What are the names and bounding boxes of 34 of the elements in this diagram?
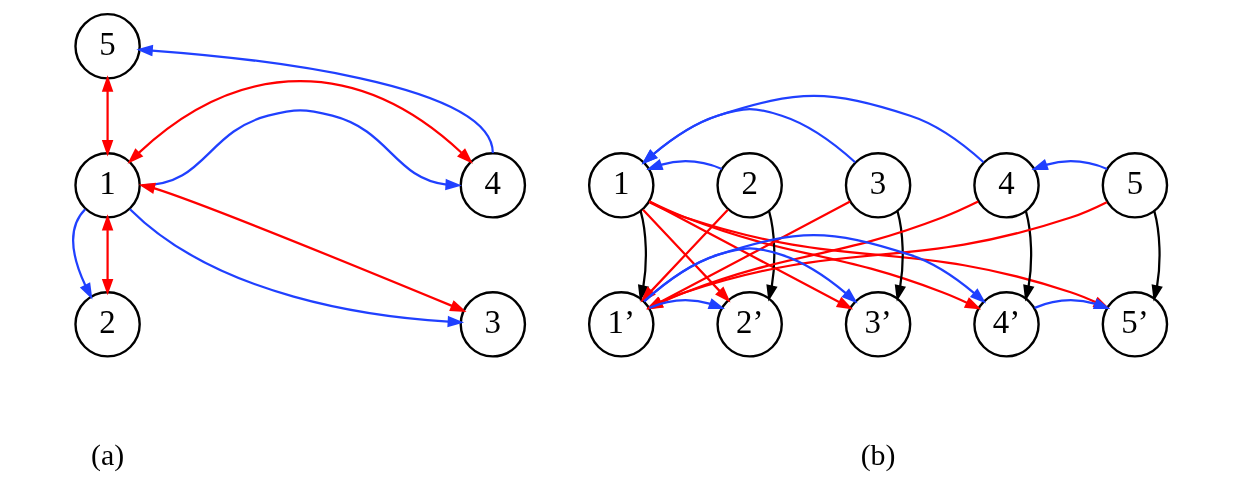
node-circle: 1 [73, 152, 141, 219]
node-circle: 2 [715, 152, 783, 219]
arrow [641, 94, 984, 165]
arrow [101, 214, 113, 296]
node-circle: 5 [73, 12, 141, 80]
node-circle: 3 [844, 152, 911, 219]
arrow [135, 44, 494, 154]
arrow [894, 210, 906, 302]
node-circle: 4’ [972, 291, 1040, 358]
arrow [637, 210, 649, 302]
arrow [101, 75, 113, 157]
arrow [1030, 159, 1107, 170]
node-circle: 2 [73, 291, 141, 358]
node-circle: 5’ [1101, 291, 1168, 358]
node-circle: 1 [587, 152, 655, 219]
arrow [1022, 210, 1034, 302]
arrow [138, 182, 467, 312]
arrow [127, 80, 473, 164]
arrow [71, 208, 92, 300]
arrow [642, 234, 986, 304]
node-circle: 3’ [844, 291, 911, 358]
node-circle: 2’ [715, 291, 783, 358]
arrow [765, 210, 778, 302]
node-circle: 4 [459, 152, 526, 219]
arrow [641, 108, 856, 165]
label: (a) [90, 438, 124, 472]
node-circle: 5 [1101, 152, 1168, 219]
label: (b) [860, 438, 895, 472]
arrow [1151, 210, 1163, 302]
node-circle: 1’ [587, 291, 655, 358]
arrow [128, 208, 464, 328]
node-circle: 4 [972, 152, 1040, 219]
arrow [645, 159, 722, 170]
node-circle: 3 [459, 291, 526, 358]
